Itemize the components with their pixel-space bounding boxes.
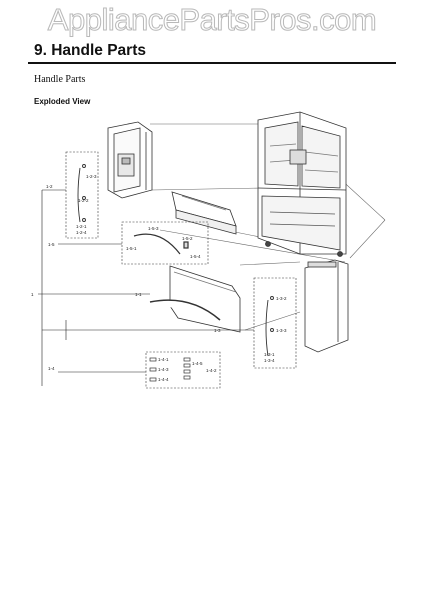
callout-1-5-4: 1-5-4 [190,254,201,259]
callout-1-4: 1-4 [48,366,55,371]
right-door-handle [265,296,274,357]
left-door-handle [77,164,86,223]
callout-1-2-3: 1-2-3 [86,174,97,179]
dispenser-panel [117,153,135,177]
callout-1-4-3: 1-4-3 [158,367,169,372]
callout-1-2-1: 1-2-1 [76,224,87,229]
callout-1-4-4: 1-4-4 [158,377,169,382]
callout-1-3-2: 1-3-2 [276,296,287,301]
freezer-drawer-panel [149,265,241,333]
callout-1-4-1: 1-4-1 [158,357,169,362]
leader-line [159,229,346,263]
freezer-handle [149,299,221,321]
leader-line [151,187,263,191]
callout-box-right-handle [253,277,297,369]
callout-1-5-3: 1-5-3 [148,226,159,231]
callout-box-left-handle [65,151,99,239]
callout-1-1: 1-1 [135,292,142,297]
watermark: AppliancePartsPros.com [47,2,377,38]
callout-1-5: 1-5 [48,242,55,247]
section-title: 9. Handle Parts [34,42,146,59]
callout-1-4-2: 1-4-2 [206,368,217,373]
leader-line [239,261,301,266]
right-door [304,259,349,353]
callout-1-3-1: 1-3-1 [264,352,275,357]
callout-1-3-3: 1-3-3 [276,328,287,333]
callout-1-2: 1-2 [46,184,53,189]
drawer-handle [133,233,189,255]
subtitle: Handle Parts [34,74,86,85]
callout-1-4-5: 1-4-5 [192,361,203,366]
flex-drawer-panel [171,191,237,235]
callout-1-2-2: 1-2-2 [78,198,89,203]
callout-1-3: 1-3 [214,328,221,333]
callout-1-3-4: 1-3-4 [264,358,275,363]
kit-parts [149,357,191,382]
callout-1: 1 [31,292,34,297]
callout-1-5-1: 1-5-1 [126,246,137,251]
callout-1-2-4: 1-2-4 [76,230,87,235]
exploded-view-title: Exploded View [34,97,91,106]
callout-box-drawer-handle [121,221,209,265]
left-door [107,121,153,199]
leader-line [244,311,301,331]
title-rule [28,62,396,64]
refrigerator-cabinet [257,111,347,257]
callout-box-kit [145,351,221,389]
callout-1-5-2: 1-5-2 [182,236,193,241]
leader-line [349,219,386,259]
